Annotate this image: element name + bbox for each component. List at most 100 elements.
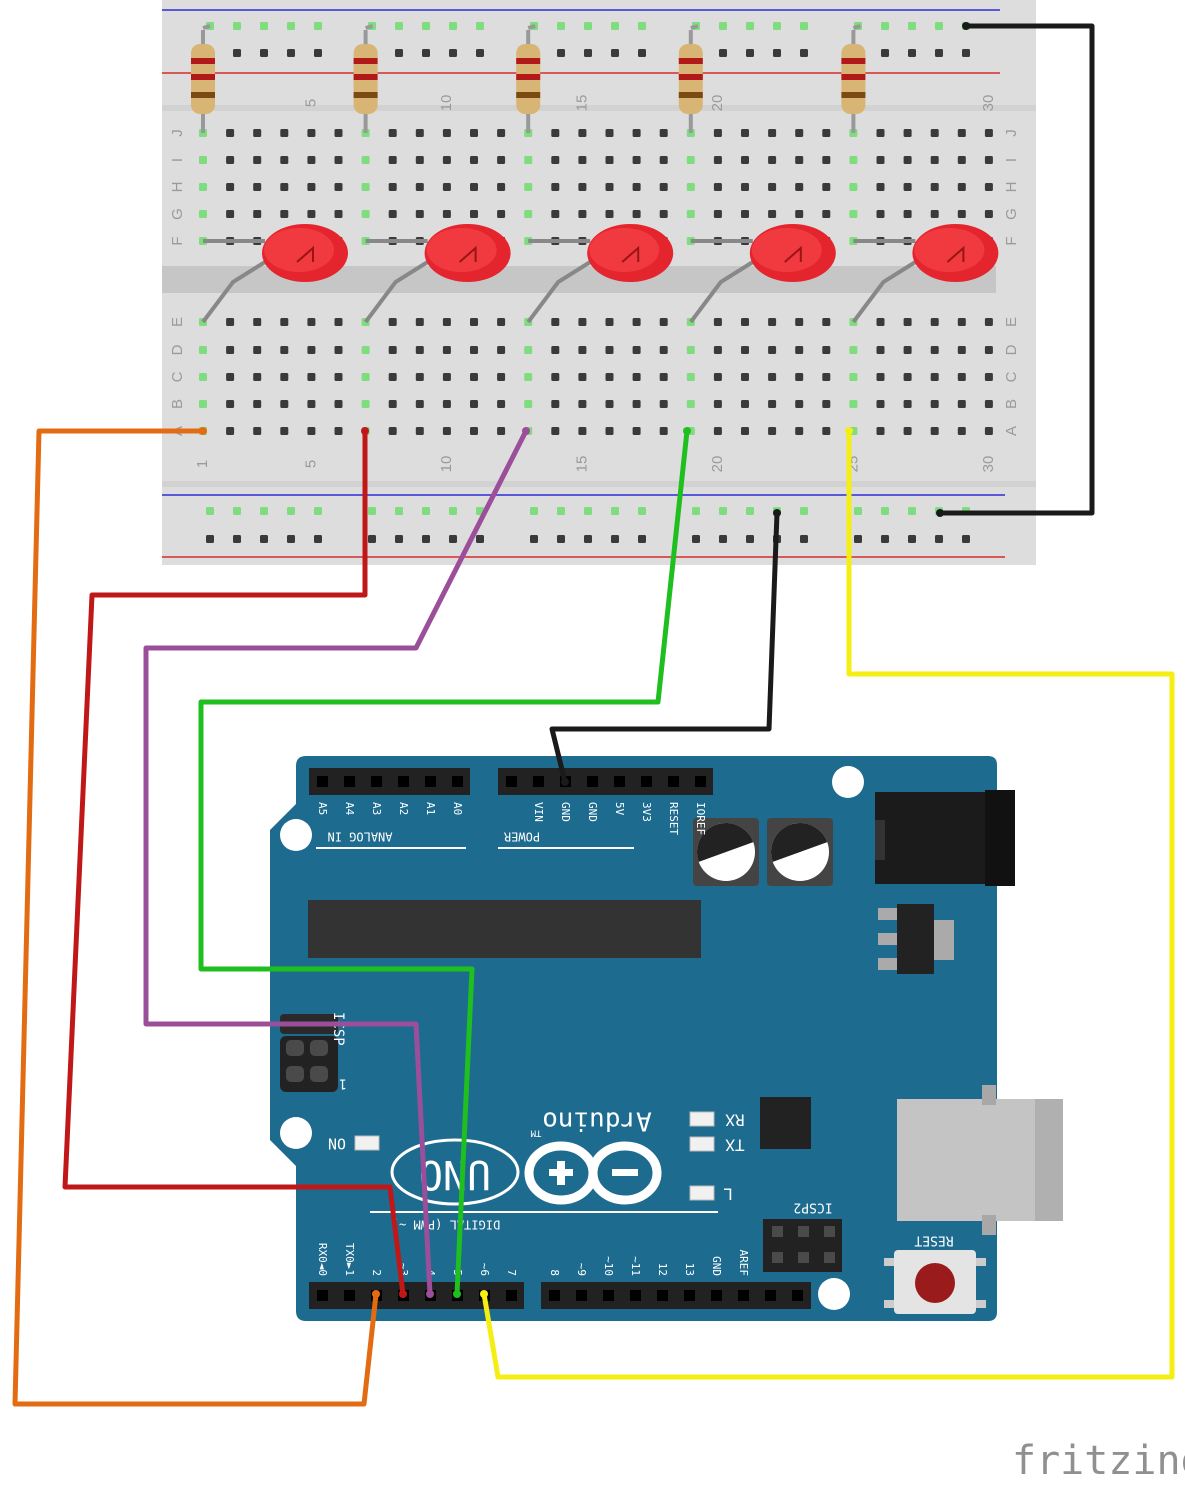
rail-hole bbox=[476, 49, 484, 57]
breadboard-hole bbox=[361, 400, 370, 408]
led-lead bbox=[689, 260, 754, 324]
red-wire-end bbox=[361, 427, 369, 435]
breadboard-hole bbox=[659, 318, 668, 326]
breadboard-hole bbox=[226, 400, 235, 408]
rail-hole bbox=[287, 535, 295, 543]
header-pin bbox=[587, 776, 598, 787]
l-label: L bbox=[723, 1185, 733, 1204]
analog-pin-label: A5 bbox=[316, 802, 329, 815]
breadboard-hole bbox=[822, 373, 831, 381]
tx-label: TX bbox=[725, 1136, 745, 1155]
rail-hole bbox=[233, 49, 241, 57]
purple-wire bbox=[143, 428, 529, 1297]
breadboard-hole bbox=[605, 318, 614, 326]
breadboard-hole bbox=[795, 210, 804, 218]
breadboard-hole bbox=[280, 318, 289, 326]
breadboard-hole bbox=[741, 373, 749, 381]
analog-pin-label: A4 bbox=[343, 802, 356, 816]
rail-hole bbox=[881, 22, 889, 30]
reset-label: RESET bbox=[914, 1233, 953, 1248]
breadboard-hole bbox=[524, 373, 533, 381]
breadboard-hole bbox=[578, 183, 587, 191]
row-label: E bbox=[169, 317, 186, 327]
breadboard-hole bbox=[632, 156, 641, 164]
breadboard-hole bbox=[226, 156, 235, 164]
rail-hole bbox=[233, 22, 241, 30]
breadboard-hole bbox=[497, 210, 506, 218]
breadboard-hole bbox=[361, 373, 370, 381]
breadboard-hole bbox=[876, 427, 885, 435]
power-pin-label: GND bbox=[559, 802, 572, 822]
breadboard-hole bbox=[253, 400, 262, 408]
breadboard-hole bbox=[903, 346, 912, 354]
breadboard-hole bbox=[659, 183, 668, 191]
breadboard-hole bbox=[713, 210, 722, 218]
rail-hole bbox=[854, 535, 862, 543]
rail-hole bbox=[638, 49, 646, 57]
breadboard-hole bbox=[415, 183, 424, 191]
rail-hole bbox=[530, 535, 538, 543]
breadboard-hole bbox=[768, 210, 777, 218]
breadboard-hole bbox=[497, 318, 506, 326]
column-number: 5 bbox=[302, 460, 319, 468]
breadboard-hole bbox=[470, 346, 478, 354]
breadboard-hole bbox=[388, 427, 397, 435]
icsp2-label: ICSP2 bbox=[793, 1200, 832, 1215]
breadboard-hole bbox=[876, 210, 885, 218]
breadboard-hole bbox=[226, 183, 235, 191]
breadboard-hole bbox=[768, 129, 777, 137]
breadboard-hole bbox=[497, 183, 506, 191]
breadboard-hole bbox=[984, 129, 993, 137]
led-highlight bbox=[589, 228, 660, 272]
breadboard-hole bbox=[632, 129, 641, 137]
rail-hole bbox=[692, 535, 700, 543]
breadboard-hole bbox=[984, 318, 993, 326]
breadboard-hole bbox=[388, 373, 397, 381]
rail-hole bbox=[746, 49, 754, 57]
analog-pin-label: A0 bbox=[451, 802, 464, 815]
model-label: UNO bbox=[419, 1151, 491, 1197]
breadboard-hole bbox=[605, 156, 614, 164]
breadboard-hole bbox=[930, 156, 939, 164]
led-anvil bbox=[784, 245, 802, 263]
breadboard-hole bbox=[280, 346, 289, 354]
breadboard-hole bbox=[415, 129, 424, 137]
rx-led bbox=[689, 1111, 715, 1127]
resistor-band bbox=[353, 92, 378, 98]
breadboard-hole bbox=[578, 318, 587, 326]
column-number: 10 bbox=[438, 456, 455, 473]
breadboard-hole bbox=[578, 156, 587, 164]
breadboard-hole bbox=[632, 346, 641, 354]
rail-hole bbox=[719, 49, 727, 57]
icsp-pin bbox=[286, 1040, 304, 1056]
breadboard-hole bbox=[686, 346, 695, 354]
rail-hole bbox=[611, 535, 619, 543]
rail-hole bbox=[557, 535, 565, 543]
breadboard-hole bbox=[984, 183, 993, 191]
led-highlight bbox=[264, 228, 334, 272]
breadboard-hole bbox=[713, 400, 722, 408]
breadboard-hole bbox=[984, 400, 993, 408]
breadboard-hole bbox=[497, 373, 506, 381]
rail-hole bbox=[368, 507, 376, 515]
icsp2-pin bbox=[824, 1252, 835, 1263]
breadboard-hole bbox=[795, 400, 804, 408]
breadboard-hole bbox=[470, 427, 478, 435]
breadboard-hole bbox=[442, 427, 451, 435]
digital-pin-label: ~10 bbox=[602, 1256, 615, 1276]
resistor-band bbox=[678, 58, 703, 64]
rail-hole bbox=[584, 535, 592, 543]
rail-hole bbox=[719, 22, 727, 30]
header-pin bbox=[614, 776, 625, 787]
breadboard-hole bbox=[686, 373, 695, 381]
red-wire-end bbox=[399, 1290, 407, 1298]
rail-hole bbox=[206, 535, 214, 543]
breadboard-hole bbox=[307, 427, 316, 435]
breadboard-hole bbox=[984, 210, 993, 218]
header-pin bbox=[371, 776, 382, 787]
breadboard-hole bbox=[280, 156, 289, 164]
breadboard-hole bbox=[659, 346, 668, 354]
breadboard-hole bbox=[768, 346, 777, 354]
green-wire bbox=[198, 428, 690, 1297]
